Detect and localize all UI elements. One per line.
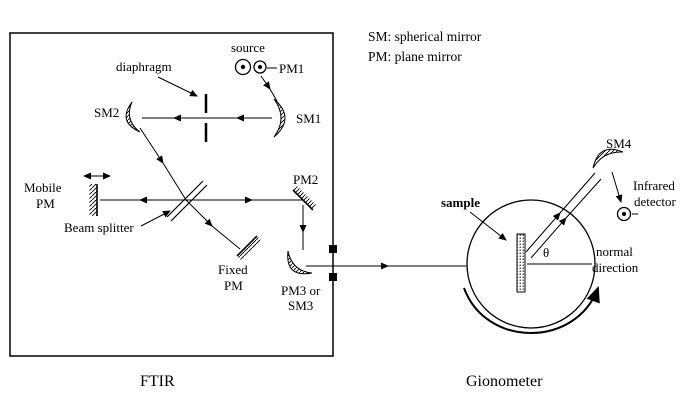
goniometer-title: Gionometer bbox=[466, 373, 543, 390]
pm3-label-line1: PM3 or bbox=[281, 283, 321, 298]
mobile-pm-mirror-icon bbox=[83, 172, 111, 216]
pm3-label-line2: SM3 bbox=[288, 298, 313, 313]
sample-to-sm4-beam bbox=[525, 172, 602, 259]
fixed-pm-label-line2: PM bbox=[224, 278, 243, 293]
normal-label-line1: normal bbox=[596, 244, 633, 259]
goniometer-circle bbox=[466, 199, 596, 329]
detector-label-line2: detector bbox=[634, 194, 677, 209]
rotation-arrow-icon bbox=[463, 286, 600, 334]
diaphragm-label: diaphragm bbox=[116, 59, 172, 74]
pm1-mirror-circle bbox=[253, 60, 267, 74]
mobile-pm-label-line2: PM bbox=[36, 196, 55, 211]
legend-spherical-mirror: SM: spherical mirror bbox=[368, 29, 482, 44]
pm3-sm3-mirror-icon bbox=[287, 250, 313, 275]
sm2-mirror-icon bbox=[125, 101, 141, 133]
sm2-label: SM2 bbox=[94, 105, 119, 120]
source-lamp-outer-circle bbox=[234, 58, 252, 76]
sm4-mirror-icon bbox=[592, 148, 624, 169]
ftir-box-outline bbox=[9, 32, 334, 357]
aperture-slit-top bbox=[329, 245, 337, 253]
detector-label-line1: Infrared bbox=[633, 178, 675, 193]
pm2-hatch bbox=[293, 186, 317, 210]
mobile-pm-label-line1: Mobile bbox=[24, 180, 62, 195]
sm4-to-detector-beam bbox=[611, 171, 623, 203]
pm1-label: PM1 bbox=[279, 61, 304, 76]
mobile-pm-hatch bbox=[89, 184, 97, 216]
beam-path-lines bbox=[100, 75, 467, 270]
sample-label: sample bbox=[441, 195, 480, 210]
source-label: source bbox=[231, 40, 265, 55]
aperture-slit-bottom bbox=[329, 273, 337, 281]
source-lamp-dot bbox=[240, 64, 246, 70]
normal-label-line2: direction bbox=[592, 260, 639, 275]
beam-splitter-pointer bbox=[140, 210, 171, 227]
sm1-label: SM1 bbox=[296, 111, 321, 126]
fixed-pm-hatch bbox=[237, 236, 261, 260]
fixed-pm-mirror-icon bbox=[236, 235, 261, 260]
pm2-face bbox=[292, 189, 314, 211]
theta-label: θ bbox=[543, 245, 549, 260]
sm1-mirror-icon bbox=[273, 98, 286, 138]
sample-pointer-arrow bbox=[469, 211, 507, 241]
sample-icon bbox=[516, 233, 526, 293]
diaphragm-pointer-arrow bbox=[157, 76, 198, 97]
pm2-mirror-icon bbox=[292, 186, 317, 211]
infrared-detector-icon bbox=[616, 206, 638, 222]
pm2-label: PM2 bbox=[293, 172, 318, 187]
source-icon bbox=[234, 58, 277, 76]
sm4-label: SM4 bbox=[606, 136, 632, 151]
fixed-pm-label-line1: Fixed bbox=[218, 262, 248, 277]
fixed-pm-face bbox=[236, 235, 258, 257]
beam-splitter-label: Beam splitter bbox=[64, 220, 134, 235]
pm1-mirror-dot bbox=[258, 65, 262, 69]
legend-plane-mirror: PM: plane mirror bbox=[368, 49, 462, 64]
ftir-title: FTIR bbox=[140, 373, 175, 390]
